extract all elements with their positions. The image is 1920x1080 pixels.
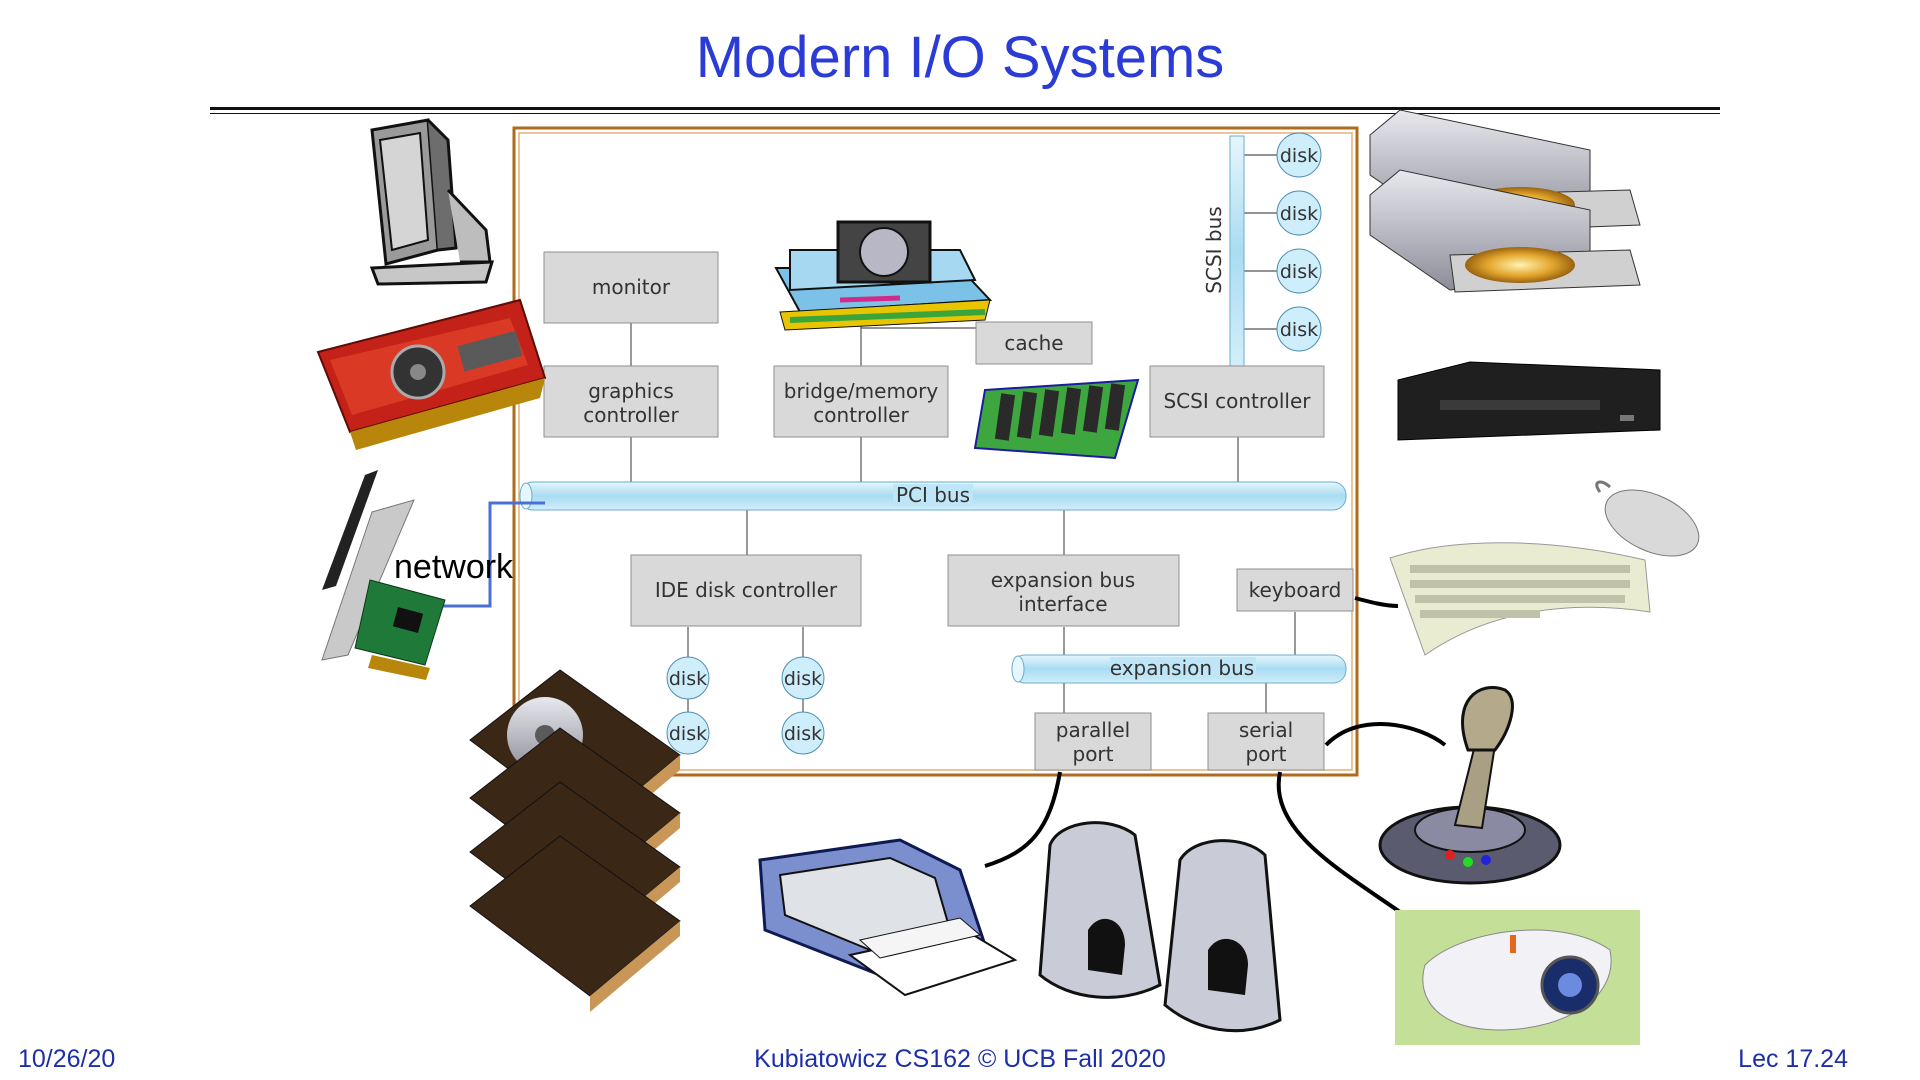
scsi-bus-label: SCSI bus [1202,206,1226,293]
svg-text:disk: disk [669,723,707,745]
system-frame [512,126,1359,777]
webcam [1395,910,1640,1045]
pci-bus-label: PCI bus [896,483,970,507]
cd-drive [1397,361,1661,441]
svg-text:keyboard: keyboard [1249,578,1342,602]
printer [758,838,1018,997]
monitor-box: monitor [543,251,719,324]
svg-text:monitor: monitor [592,275,671,299]
svg-text:disk: disk [1280,203,1318,225]
keyboard-clipart [1389,542,1651,656]
hard-drives [469,669,681,1012]
peripheral-cables [984,596,1447,914]
parallel-port-box: parallel port [1034,712,1152,771]
svg-text:expansion bus: expansion bus [991,568,1135,592]
disk: disk [1276,132,1322,178]
mouse [1595,480,1700,557]
disk: disk [781,656,825,700]
title-rule [210,107,1720,110]
svg-text:disk: disk [669,668,707,690]
svg-text:cache: cache [1004,331,1063,355]
footer-course: Kubiatowicz CS162 © UCB Fall 2020 [754,1045,1166,1073]
svg-text:interface: interface [1018,592,1107,616]
svg-text:disk: disk [784,723,822,745]
svg-text:graphics: graphics [588,379,674,403]
svg-text:controller: controller [583,403,679,427]
svg-text:bridge/memory: bridge/memory [784,379,939,403]
scsi-bus: SCSI bus [1202,135,1245,367]
svg-text:IDE disk controller: IDE disk controller [655,578,838,602]
svg-text:port: port [1073,742,1114,766]
monitor-clipart [369,118,495,286]
expansion-bus-label: expansion bus [1110,656,1254,680]
bridge-memory-controller-box: bridge/memory controller [773,365,949,438]
scsi-controller-box: SCSI controller [1149,365,1325,438]
ram-module [973,378,1140,460]
svg-text:parallel: parallel [1056,718,1130,742]
disk: disk [781,711,825,755]
disk: disk [666,711,710,755]
svg-text:port: port [1246,742,1287,766]
keyboard-box: keyboard [1236,568,1354,612]
pci-bus: PCI bus [519,481,1347,511]
svg-text:disk: disk [1280,319,1318,341]
disk: disk [1276,190,1322,236]
serial-port-box: serial port [1207,712,1325,771]
footer-lecture-number: Lec 17.24 [1738,1045,1848,1073]
svg-text:serial: serial [1239,718,1293,742]
disk: disk [1276,306,1322,352]
cache-box: cache [975,321,1093,365]
network-link [435,501,545,608]
footer-date: 10/26/20 [18,1045,116,1073]
joystick [1378,686,1562,885]
graphics-card [316,298,547,450]
expansion-bus-interface-box: expansion bus interface [947,554,1180,627]
svg-text:SCSI controller: SCSI controller [1163,389,1311,413]
wifi-card [321,470,446,680]
ide-disk-controller-box: IDE disk controller [630,554,862,627]
title-rule-thin [210,113,1720,114]
cpu-heatsink [774,220,993,331]
expansion-bus: expansion bus [1011,654,1347,684]
disk: disk [1276,248,1322,294]
svg-text:disk: disk [1280,261,1318,283]
disk: disk [666,656,710,700]
slide-title: Modern I/O Systems [695,25,1225,90]
svg-text:disk: disk [784,668,822,690]
optical-drives [1369,109,1641,293]
speakers [1038,821,1282,1033]
network-label: network [394,548,514,586]
svg-text:controller: controller [813,403,909,427]
svg-text:disk: disk [1280,145,1318,167]
graphics-controller-box: graphics controller [543,365,719,438]
